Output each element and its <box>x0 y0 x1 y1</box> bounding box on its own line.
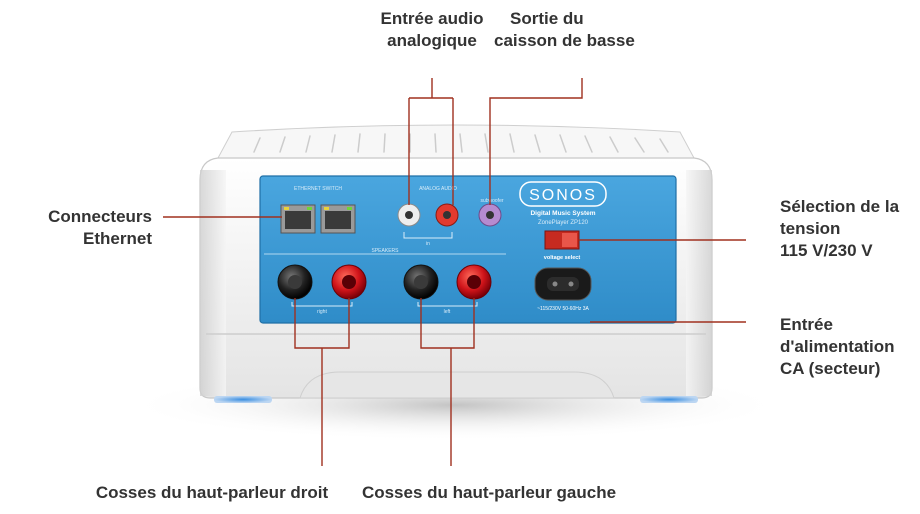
model-line-1: Digital Music System <box>530 210 595 217</box>
leader-subwoofer <box>489 78 583 205</box>
voltage-switch <box>544 230 580 250</box>
analog-in-red-jack <box>435 203 459 227</box>
callout-ethernet: Connecteurs Ethernet <box>48 207 152 248</box>
label-in: in <box>426 241 430 247</box>
ac-power-inlet <box>534 267 592 301</box>
right-side <box>686 170 712 396</box>
label-power-rating: ~115/230V 50-60Hz 3A <box>537 306 589 312</box>
callout-voltage: Sélection de la tension 115 V/230 V <box>780 197 900 260</box>
leader-analog-in <box>408 78 454 205</box>
left-foot <box>214 396 272 403</box>
left-bracket <box>417 302 478 307</box>
label-left: left <box>444 309 451 315</box>
label-subwoofer: subwoofer <box>480 198 503 204</box>
label-right: right <box>317 309 327 315</box>
callout-analog-in: Entrée audio analogique <box>380 9 484 50</box>
right-bracket <box>291 302 353 307</box>
right-speaker-red-post <box>331 264 367 300</box>
subwoofer-out-jack <box>478 203 502 227</box>
leader-right-speaker <box>294 298 350 466</box>
base-cutout <box>299 371 615 399</box>
top-vents <box>253 133 669 153</box>
left-side <box>200 170 226 396</box>
analog-in-white-jack <box>397 203 421 227</box>
ethernet-port-2 <box>320 204 356 234</box>
rear-panel <box>259 175 677 324</box>
label-ethernet-switch: ETHERNET SWITCH <box>294 186 342 192</box>
callout-right-speaker: Cosses du haut-parleur droit <box>95 483 329 502</box>
left-speaker-red-post <box>456 264 492 300</box>
label-voltage-select: voltage select <box>544 255 581 261</box>
callout-power: Entrée d'alimentation CA (secteur) <box>780 315 895 378</box>
model-line-2: ZonePlayer ZP120 <box>538 220 589 226</box>
callout-subwoofer-out: Sortie du caisson de basse <box>494 9 635 50</box>
in-bracket <box>403 232 453 239</box>
callout-left-speaker: Cosses du haut-parleur gauche <box>361 483 617 502</box>
left-speaker-black-post <box>403 264 439 300</box>
label-analog-audio: ANALOG AUDIO <box>419 186 457 192</box>
ethernet-port-1 <box>280 204 316 234</box>
leader-left-speaker <box>420 298 475 466</box>
right-speaker-black-post <box>277 264 313 300</box>
leader-lines <box>163 78 746 466</box>
device-top <box>217 124 695 159</box>
label-speakers: SPEAKERS <box>372 248 400 254</box>
sonos-logo: SONOS <box>529 187 597 204</box>
right-foot <box>640 396 698 403</box>
sonos-logo-frame <box>519 181 607 207</box>
